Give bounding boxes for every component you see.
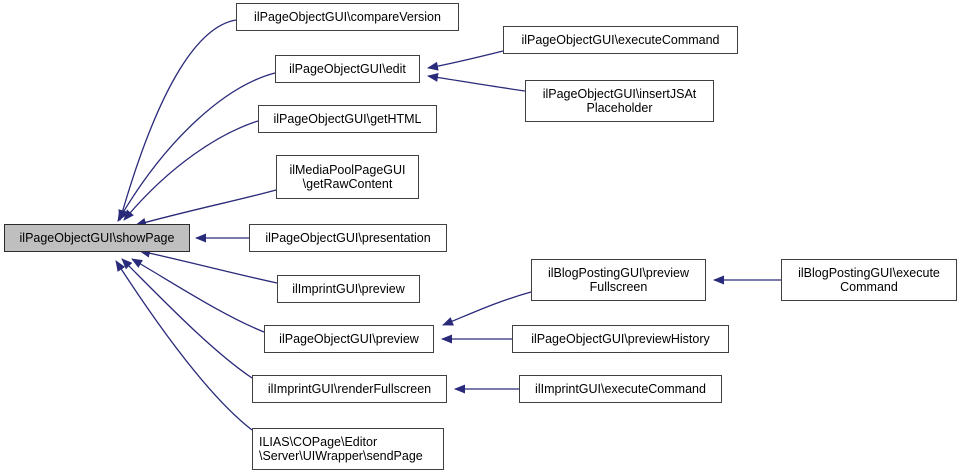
graph-edge bbox=[117, 72, 276, 222]
graph-node-compareVersion[interactable]: ilPageObjectGUI\compareVersion bbox=[236, 3, 459, 31]
graph-node-showPage[interactable]: ilPageObjectGUI\showPage bbox=[4, 224, 190, 252]
graph-node-blogPreviewFullscreen[interactable]: ilBlogPostingGUI\preview Fullscreen bbox=[531, 259, 706, 301]
graph-edge bbox=[131, 258, 265, 333]
graph-edge bbox=[115, 260, 253, 431]
graph-edge bbox=[121, 258, 253, 379]
graph-edge bbox=[139, 248, 278, 284]
graph-edge bbox=[442, 291, 532, 326]
graph-edge bbox=[427, 50, 504, 71]
graph-node-pagePreview[interactable]: ilPageObjectGUI\preview bbox=[264, 325, 434, 353]
graph-node-pageExecuteCommand[interactable]: ilPageObjectGUI\executeCommand bbox=[503, 26, 738, 54]
graph-node-getRawContent[interactable]: ilMediaPoolPageGUI \getRawContent bbox=[276, 155, 419, 199]
graph-node-imprintPreview[interactable]: ilImprintGUI\preview bbox=[277, 275, 420, 303]
graph-edge bbox=[123, 120, 259, 221]
graph-node-imprintExecuteCommand[interactable]: ilImprintGUI\executeCommand bbox=[519, 375, 722, 403]
graph-node-edit[interactable]: ilPageObjectGUI\edit bbox=[275, 55, 420, 83]
graph-node-getHTML[interactable]: ilPageObjectGUI\getHTML bbox=[258, 105, 437, 133]
graph-node-insertJSAtPlaceholder[interactable]: ilPageObjectGUI\insertJSAt Placeholder bbox=[525, 80, 714, 122]
graph-edge bbox=[118, 19, 237, 221]
graph-node-blogExecuteCommand[interactable]: ilBlogPostingGUI\execute Command bbox=[781, 259, 957, 301]
graph-node-renderFullscreen[interactable]: ilImprintGUI\renderFullscreen bbox=[252, 375, 447, 403]
graph-node-previewHistory[interactable]: ilPageObjectGUI\previewHistory bbox=[512, 325, 729, 353]
graph-node-presentation[interactable]: ilPageObjectGUI\presentation bbox=[249, 224, 447, 252]
graph-edge bbox=[427, 73, 526, 92]
graph-node-sendPage[interactable]: ILIAS\COPage\Editor \Server\UIWrapper\se… bbox=[252, 428, 444, 470]
graph-edge bbox=[135, 189, 277, 227]
